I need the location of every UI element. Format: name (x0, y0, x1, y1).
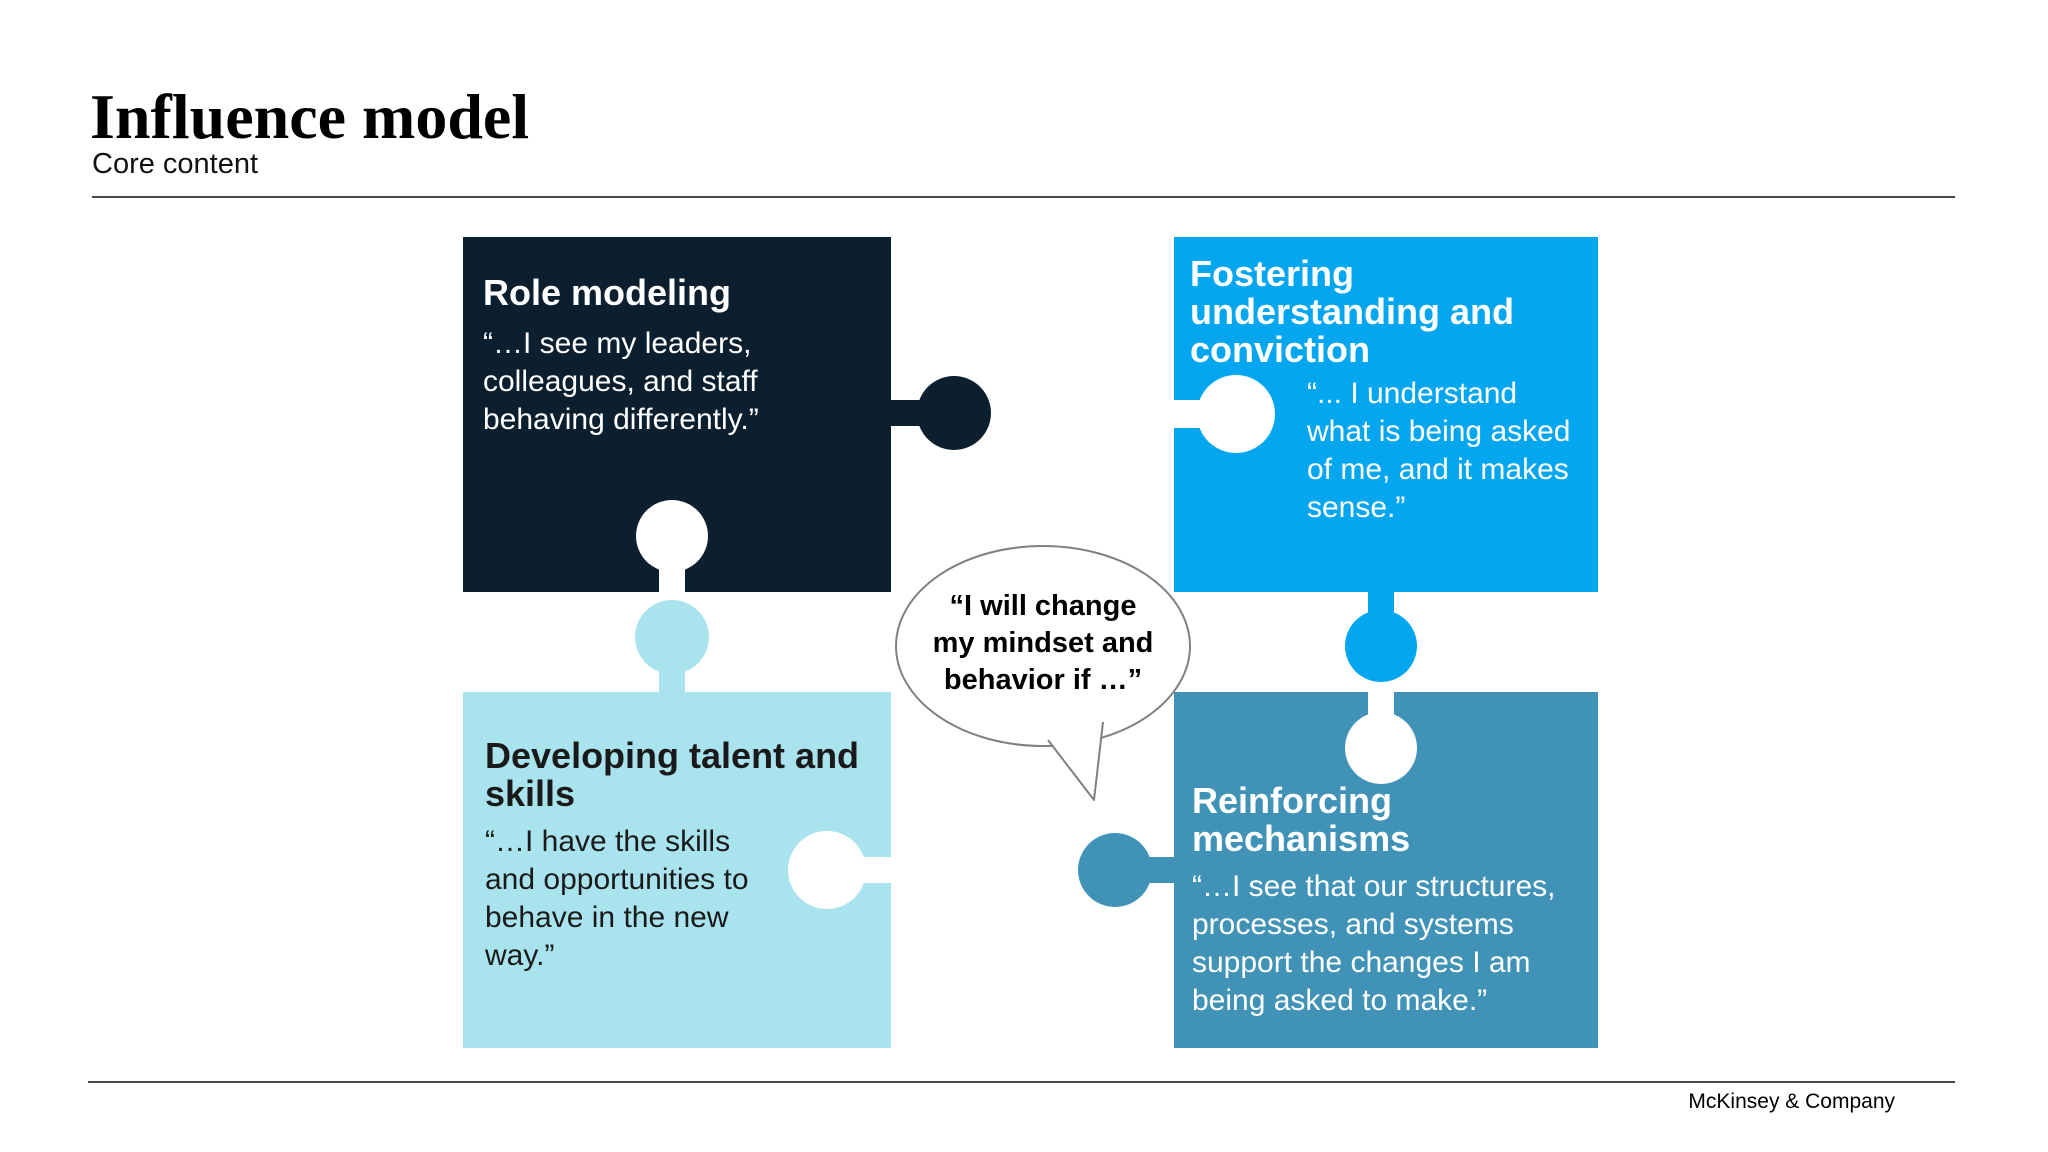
speech-bubble-tail (1047, 721, 1104, 801)
puzzle-piece-fostering-understanding (1174, 237, 1598, 682)
speech-bubble-oval (895, 545, 1191, 747)
piece-quote-fostering-understanding: “... I understand what is being asked of… (1307, 377, 1571, 524)
speech-bubble (895, 545, 1191, 801)
knob-top-bulb (635, 600, 709, 674)
page-title: Influence model (90, 81, 530, 152)
socket-top-hole (1345, 712, 1417, 784)
speech-bubble-text: “I will change my mindset and behavior i… (932, 590, 1154, 696)
piece-title-fostering-understanding: Fostering understanding and conviction (1190, 253, 1514, 370)
piece-title-developing-talent: Developing talent and skills (485, 735, 860, 814)
company-logo-text: McKinsey & Company (1688, 1090, 1895, 1113)
socket-bottom-hole (636, 500, 708, 572)
knob-bottom-bulb (1345, 610, 1417, 682)
socket-right-hole (788, 831, 866, 909)
knob-right-bulb (917, 376, 991, 450)
piece-title-role-modeling: Role modeling (483, 272, 732, 313)
puzzle-piece-developing-talent (463, 600, 891, 1048)
knob-left-bulb (1078, 833, 1152, 907)
piece-quote-role-modeling: “…I see my leaders, colleagues, and staf… (483, 327, 759, 436)
puzzle-piece-reinforcing-mechanisms (1078, 692, 1598, 1048)
piece-quote-reinforcing-mechanisms: “…I see that our structures, processes, … (1192, 870, 1556, 1017)
footer-divider (88, 1081, 1955, 1083)
puzzle-piece-role-modeling (463, 237, 991, 592)
header-divider (92, 196, 1955, 198)
piece-quote-developing-talent: “…I have the skills and opportunities to… (485, 825, 749, 972)
socket-left-hole (1197, 375, 1275, 453)
piece-title-reinforcing-mechanisms: Reinforcing mechanisms (1192, 780, 1411, 859)
page-subtitle: Core content (92, 148, 259, 180)
